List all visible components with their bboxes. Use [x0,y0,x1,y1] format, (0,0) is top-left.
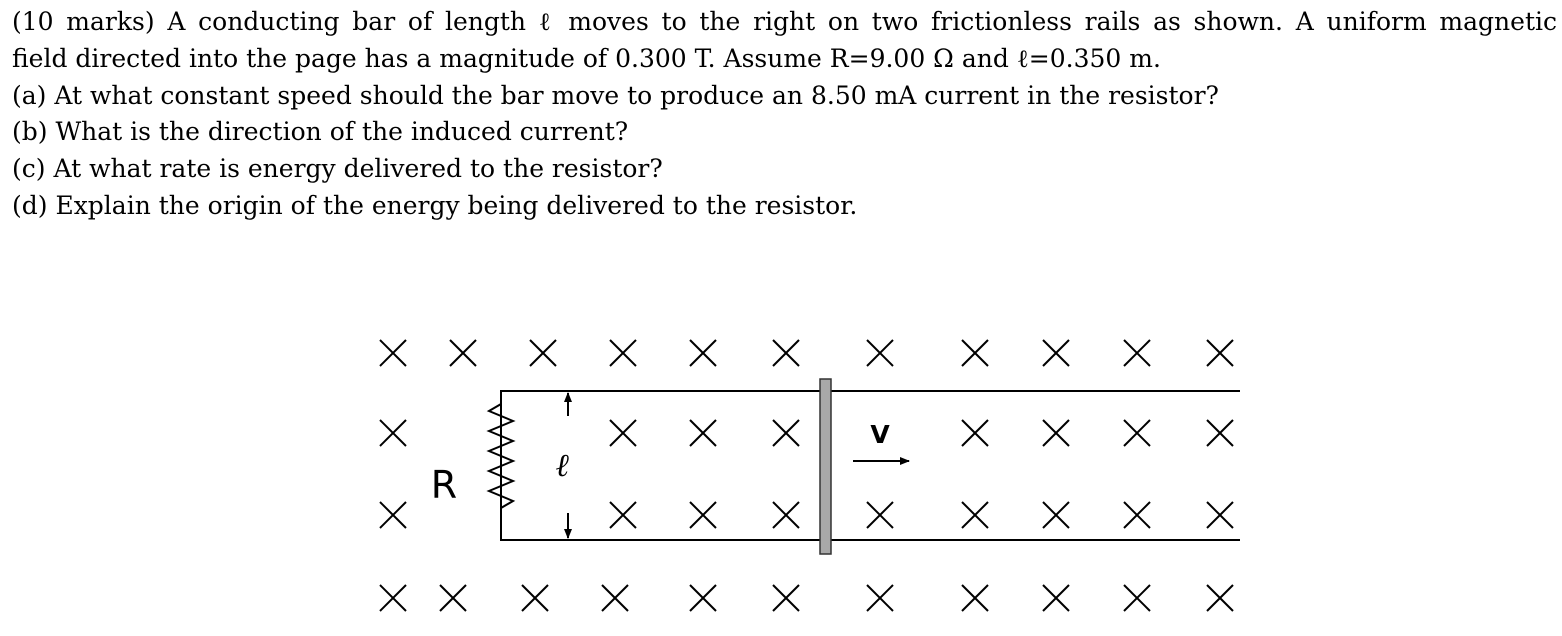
conducting-rails [500,390,1240,541]
field-into-page-icon [529,339,557,367]
field-into-page-icon [689,339,717,367]
field-into-page-icon [689,419,717,447]
field-into-page-icon [601,584,629,612]
field-into-page-icon [689,584,717,612]
field-into-page-icon [379,584,407,612]
question-part-b: (b) What is the direction of the induced… [12,117,629,147]
field-into-page-icon [689,501,717,529]
field-into-page-icon [379,501,407,529]
resistor-label: R [431,463,457,507]
question-part-c: (c) At what rate is energy delivered to … [12,154,663,184]
field-into-page-icon [1123,419,1151,447]
resistor-symbol [486,391,516,540]
field-into-page-icon [1206,501,1234,529]
field-into-page-icon [379,339,407,367]
field-into-page-icon [961,419,989,447]
field-into-page-icon [866,339,894,367]
field-into-page-icon [1206,419,1234,447]
field-into-page-icon [1042,501,1070,529]
field-into-page-icon [961,584,989,612]
velocity-label: V [870,420,890,449]
length-label: ℓ [555,446,569,484]
problem-text: (10 marks) A conducting bar of length ℓ … [12,4,1557,225]
field-into-page-icon [609,339,637,367]
field-into-page-icon [609,501,637,529]
conducting-bar[interactable] [819,378,832,555]
field-into-page-icon [1123,339,1151,367]
field-into-page-icon [1206,584,1234,612]
field-into-page-icon [1042,339,1070,367]
problem-intro-line-2: field directed into the page has a magni… [12,43,1161,73]
question-part-a: (a) At what constant speed should the ba… [12,80,1219,110]
field-into-page-icon [449,339,477,367]
field-into-page-icon [772,584,800,612]
magnetic-field-grid [379,339,1234,612]
field-into-page-icon [866,501,894,529]
field-into-page-icon [772,419,800,447]
field-into-page-icon [1206,339,1234,367]
field-into-page-icon [609,419,637,447]
field-into-page-icon [1123,501,1151,529]
field-into-page-icon [961,501,989,529]
problem-intro-line-1: (10 marks) A conducting bar of length ℓ … [12,7,1557,36]
field-into-page-icon [1042,584,1070,612]
field-into-page-icon [772,339,800,367]
field-into-page-icon [961,339,989,367]
question-part-d: (d) Explain the origin of the energy bei… [12,190,858,220]
field-into-page-icon [379,419,407,447]
field-into-page-icon [866,584,894,612]
field-into-page-icon [521,584,549,612]
field-into-page-icon [1123,584,1151,612]
field-into-page-icon [1042,419,1070,447]
field-into-page-icon [772,501,800,529]
field-into-page-icon [439,584,467,612]
